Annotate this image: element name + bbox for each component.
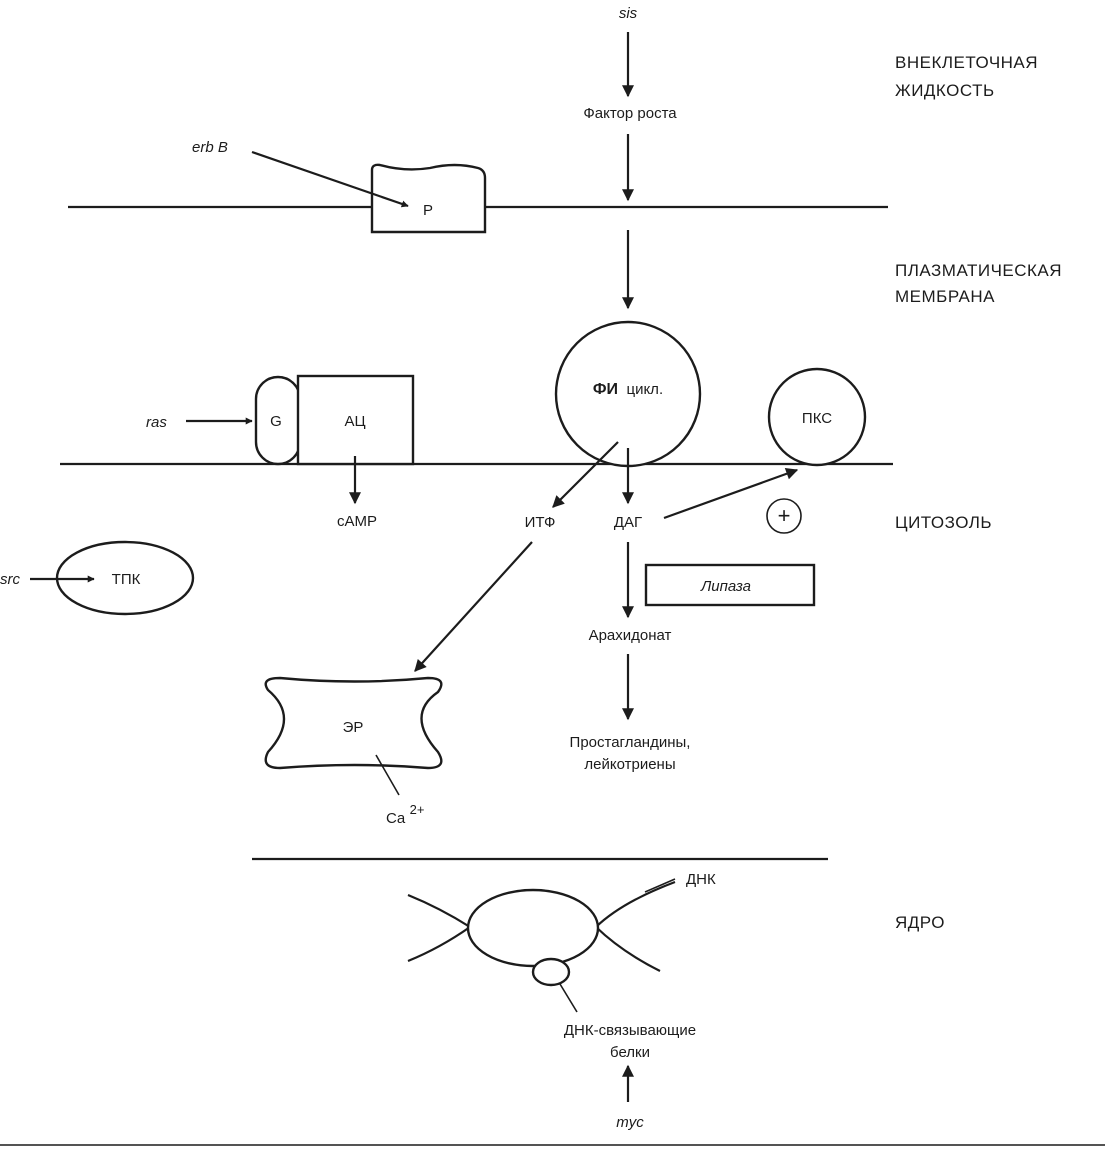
er-shape <box>264 676 443 770</box>
dna-label: ДНК <box>686 871 716 888</box>
er-label: ЭР <box>343 719 364 736</box>
tpk-label: ТПК <box>112 571 141 588</box>
dag-label: ДАГ <box>614 514 642 531</box>
arrow-dag-to-pkc <box>663 468 799 520</box>
pi-cycle-sub-label: цикл. <box>626 381 663 398</box>
pi-cycle-main-label: ФИ <box>593 381 618 398</box>
gene-sis-label: sis <box>619 5 638 22</box>
dna-binding-line2: белки <box>610 1044 650 1061</box>
calcium-base: Ca <box>386 810 406 827</box>
lipase-box <box>644 563 816 607</box>
arrow-itf-to-er <box>414 541 533 672</box>
calcium-superscript: 2+ <box>410 802 425 817</box>
activation-plus-sign: + <box>778 503 791 528</box>
lipase-label: Липаза <box>700 578 751 595</box>
gene-src-label: src <box>0 571 20 588</box>
dna-leader <box>644 878 676 893</box>
receptor-label: Р <box>423 202 433 219</box>
growth-factor-label: Фактор роста <box>583 105 677 122</box>
dna-strand-left <box>407 893 472 963</box>
zone-extracellular-line1: ВНЕКЛЕТОЧНАЯ <box>895 53 1038 72</box>
arrow-erbb-to-receptor <box>251 150 409 208</box>
zone-nucleus: ЯДРО <box>895 913 945 932</box>
pkc-label: ПКС <box>802 410 832 427</box>
calcium-label: Ca 2+ <box>386 802 424 827</box>
prostaglandins-line2: лейкотриены <box>584 756 675 773</box>
gene-myc-label: myc <box>616 1114 644 1131</box>
receptor-shape <box>370 163 487 234</box>
g-protein-label: G <box>270 413 282 430</box>
camp-label: cAMP <box>337 513 377 530</box>
arrow-pi-to-itf <box>552 441 619 508</box>
dna-binding-leader <box>559 983 578 1013</box>
zone-membrane-line2: МЕМБРАНА <box>895 287 995 306</box>
dna-strand-right <box>594 880 676 972</box>
dna-binding-protein-small <box>531 957 571 987</box>
gene-erbb-label: erb B <box>192 139 228 156</box>
adenylate-cyclase-shape <box>296 374 415 466</box>
prostaglandins-line1: Простагландины, <box>570 734 691 751</box>
adenylate-cyclase-label: АЦ <box>344 413 365 430</box>
zone-extracellular-line2: ЖИДКОСТЬ <box>895 81 995 100</box>
dna-binding-line1: ДНК-связывающие <box>564 1022 696 1039</box>
pi-cycle-label: ФИ цикл. <box>593 381 663 398</box>
activation-plus-circle <box>766 498 802 534</box>
arachidonate-label: Арахидонат <box>589 627 672 644</box>
er-calcium-leader <box>375 754 400 796</box>
zone-membrane-line1: ПЛАЗМАТИЧЕСКАЯ <box>895 261 1062 280</box>
dna-binding-protein-large <box>466 888 600 968</box>
pkc-circle <box>767 367 867 467</box>
gene-ras-label: ras <box>146 414 167 431</box>
itf-label: ИТФ <box>525 514 556 531</box>
zone-cytosol: ЦИТОЗОЛЬ <box>895 513 992 532</box>
